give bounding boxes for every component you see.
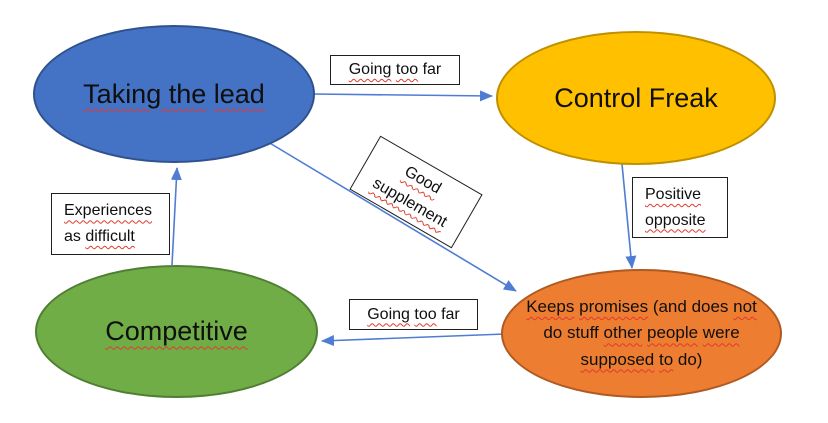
node-control-freak[interactable]: Control Freak [496,31,776,165]
arrow-keeps-promises-to-competitive[interactable] [321,333,506,347]
node-control-freak-label: Control Freak [554,82,718,113]
node-competitive[interactable]: Competitive [35,265,318,398]
edge-label-text: Going too far [367,305,460,323]
edge-label-going-too-far-bottom[interactable]: Going too far [349,299,478,330]
arrow-taking-lead-to-keeps-promises[interactable] [267,141,517,292]
node-taking-the-lead-label: Taking the lead [83,78,265,109]
arrow-taking-lead-to-control-freak[interactable] [312,90,493,102]
edge-label-text: Going too far [348,61,442,79]
arrow-control-freak-to-keeps-promises[interactable] [621,163,637,269]
edge-label-going-too-far-top[interactable]: Going too far [330,55,460,85]
node-competitive-label: Competitive [105,316,248,347]
node-taking-the-lead[interactable]: Taking the lead [33,25,315,163]
arrow-competitive-to-taking-lead[interactable] [170,167,182,266]
